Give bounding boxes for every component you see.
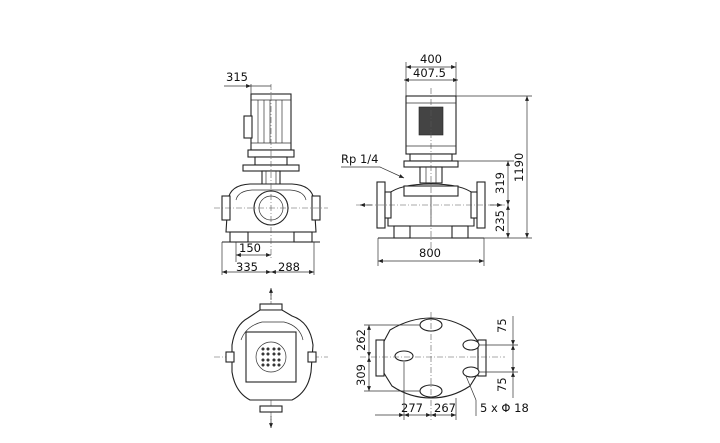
dim-plan-height-top: 262 bbox=[354, 329, 368, 351]
dim-plan-height-bottom: 309 bbox=[354, 364, 368, 386]
dim-front-flange-height: 319 bbox=[493, 172, 507, 194]
side-view: 315 150 335 288 bbox=[214, 70, 328, 275]
dim-plan-right-bottom: 75 bbox=[495, 377, 509, 392]
dim-plan-right-top: 75 bbox=[495, 318, 509, 333]
front-view: 400 407.5 Rp 1/4 1190 319 235 800 bbox=[341, 52, 532, 266]
bolt-hole-left bbox=[394, 350, 414, 362]
dim-side-width-right: 288 bbox=[278, 260, 300, 274]
bolt-hole-right-top bbox=[462, 339, 480, 351]
dim-front-total-height: 1190 bbox=[512, 153, 526, 182]
side-terminal-box bbox=[243, 115, 253, 139]
dim-side-top-width: 315 bbox=[226, 70, 248, 84]
plan-motor-top bbox=[245, 331, 297, 383]
plan-view-left bbox=[214, 288, 328, 430]
dim-front-motor-width-2: 407.5 bbox=[413, 66, 446, 80]
plan-view-base: 262 309 75 75 277 267 5 x Φ 18 bbox=[354, 312, 529, 420]
dim-plan-width-a: 277 bbox=[401, 401, 423, 415]
label-rp-port: Rp 1/4 bbox=[341, 152, 378, 166]
label-bolt-holes: 5 x Φ 18 bbox=[480, 401, 529, 415]
dim-side-offset: 150 bbox=[239, 241, 261, 255]
dim-side-width-left: 335 bbox=[236, 260, 258, 274]
dim-front-base-width: 800 bbox=[419, 246, 441, 260]
dim-front-base-height: 235 bbox=[493, 210, 507, 232]
bolt-hole-right-bottom bbox=[462, 366, 480, 378]
dim-front-motor-width: 400 bbox=[420, 52, 442, 66]
dim-plan-width-b: 267 bbox=[434, 401, 456, 415]
plan-fan-grille bbox=[261, 347, 281, 367]
